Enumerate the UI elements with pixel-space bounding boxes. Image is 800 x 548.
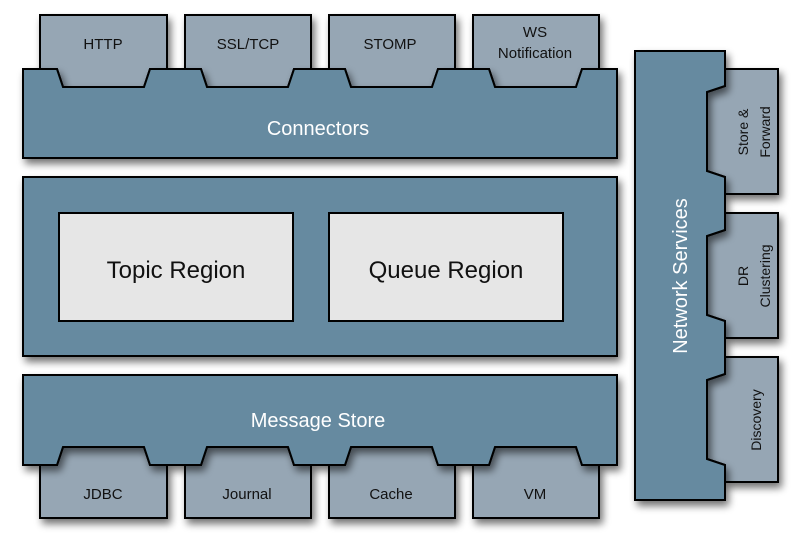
network-tab-dr-clustering[interactable]: DR Clustering — [706, 212, 779, 339]
connector-tab-label-line2: Notification — [498, 45, 572, 62]
topic-region[interactable]: Topic Region — [58, 212, 294, 322]
network-tab-label-line1: DR — [735, 266, 751, 286]
store-tab-label: Journal — [222, 486, 271, 503]
store-tab-label: Cache — [369, 486, 412, 503]
connectors-layer[interactable]: Connectors — [22, 68, 618, 159]
connector-tab-label: STOMP — [363, 36, 416, 53]
broker-core-layer: Topic Region Queue Region — [22, 176, 618, 357]
network-tab-label-line1: Store & — [735, 108, 751, 155]
network-tab-label: Discovery — [748, 389, 764, 450]
connector-tab-label: HTTP — [83, 36, 122, 53]
store-tab-jdbc[interactable]: JDBC — [39, 446, 168, 519]
queue-region-label: Queue Region — [369, 257, 524, 284]
connector-tab-label-line1: WS — [523, 24, 547, 41]
connector-tab-ws-notification[interactable]: WS Notification — [472, 14, 600, 88]
network-tab-label-line2: Forward — [757, 106, 773, 157]
network-services-layer[interactable]: Network Services — [634, 50, 726, 501]
network-tab-label-line2: Clustering — [757, 244, 773, 307]
message-store-label: Message Store — [251, 410, 386, 432]
store-tab-label: JDBC — [83, 486, 122, 503]
connector-tab-label: SSL/TCP — [217, 36, 280, 53]
connectors-label: Connectors — [267, 118, 369, 140]
topic-region-label: Topic Region — [107, 257, 246, 284]
store-tab-label: VM — [524, 486, 547, 503]
message-store-layer[interactable]: Message Store — [22, 374, 618, 466]
queue-region[interactable]: Queue Region — [328, 212, 564, 322]
network-tabs: Store & Forward DR Clustering Discovery — [706, 68, 779, 483]
network-services-label: Network Services — [670, 198, 692, 354]
store-tabs: JDBC Journal Cache VM — [39, 446, 600, 519]
